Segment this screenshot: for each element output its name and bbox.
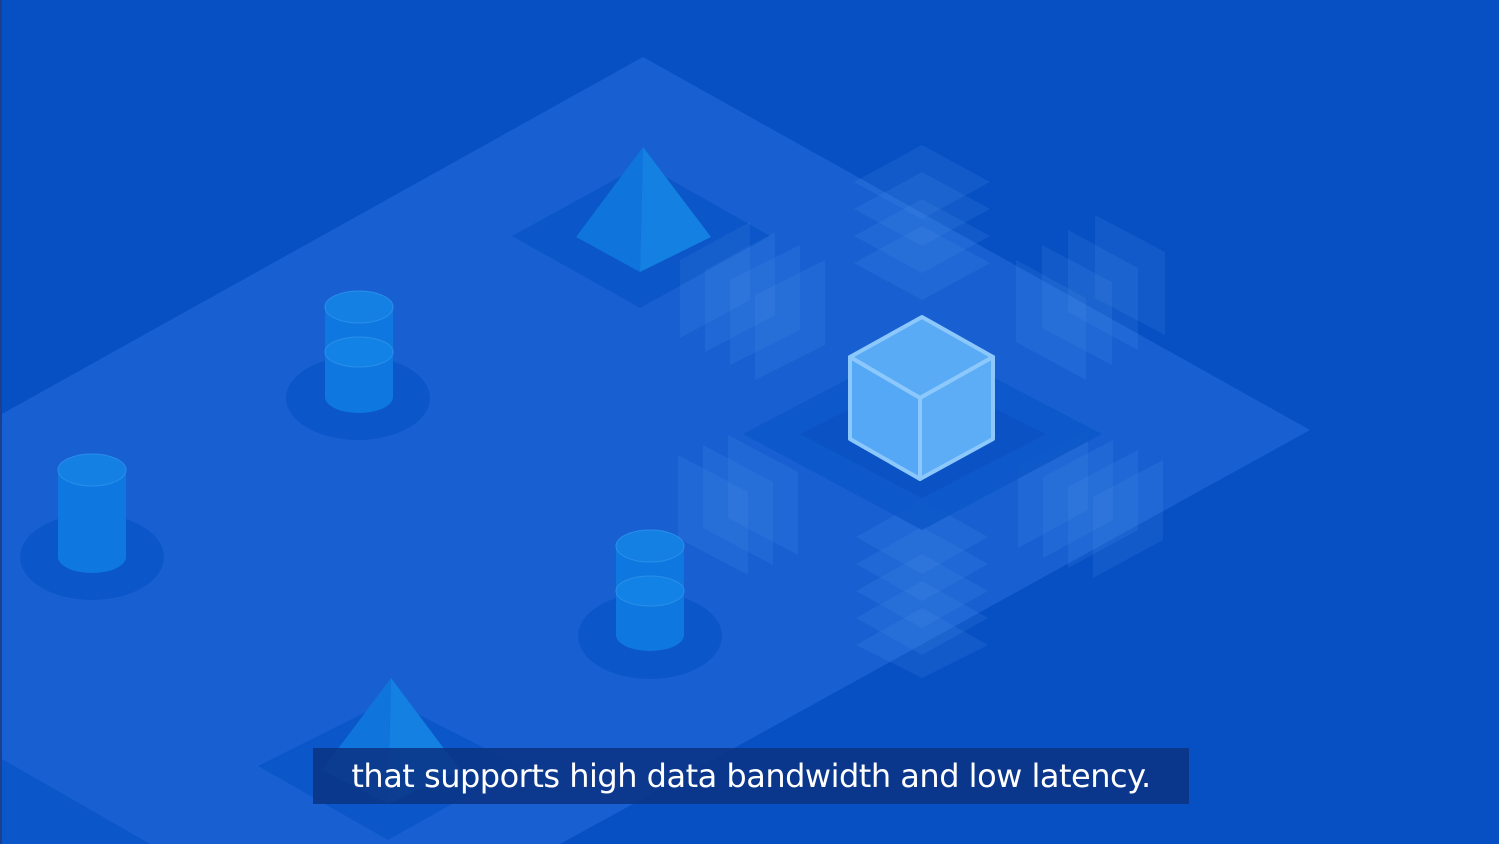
signal-tiles — [678, 145, 1165, 678]
lower-cylinder-icon — [578, 529, 722, 679]
subtitle-text: that supports high data bandwidth and lo… — [351, 757, 1151, 795]
isometric-plane — [0, 57, 1310, 800]
plane-lower-edge — [0, 758, 150, 844]
top-pyramid-icon — [512, 147, 770, 308]
upper-cylinder-icon — [286, 290, 430, 440]
frame-left-border — [0, 0, 2, 844]
plane-lower-region — [0, 415, 640, 844]
center-cube-icon — [848, 315, 995, 481]
subtitle-caption: that supports high data bandwidth and lo… — [313, 748, 1189, 804]
left-cylinder-icon — [20, 453, 164, 600]
